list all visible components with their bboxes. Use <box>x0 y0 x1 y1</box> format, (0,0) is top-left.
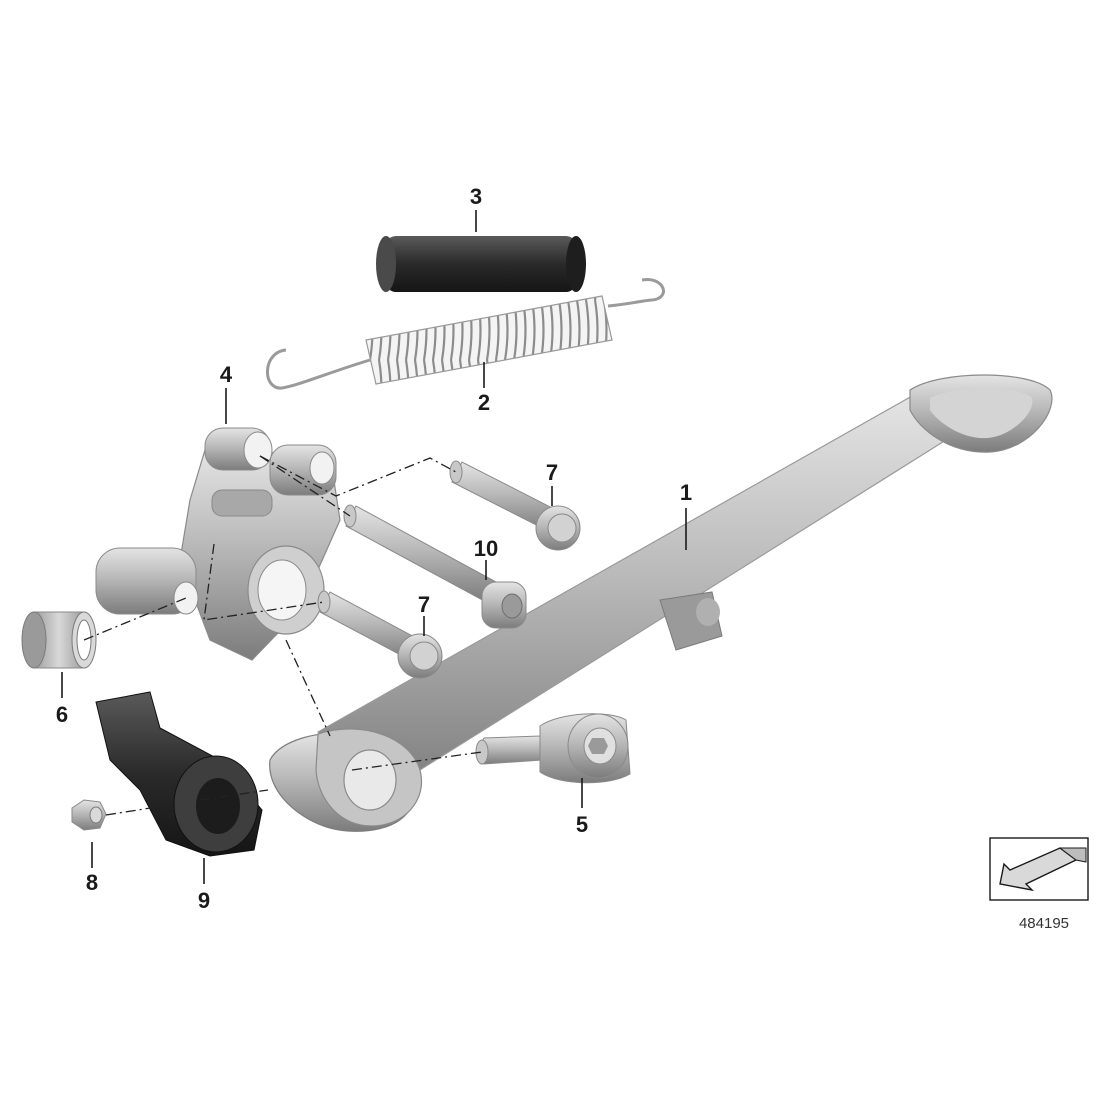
callout-7-lower: 7 <box>418 592 430 617</box>
callout-2: 2 <box>478 390 490 415</box>
pivot-bolt-part <box>475 713 631 784</box>
nut-part <box>71 799 107 831</box>
orientation-box <box>989 837 1089 901</box>
mounting-bracket-part <box>95 427 341 661</box>
long-bolt-part <box>343 504 527 629</box>
diagram-reference-number: 484195 <box>1019 915 1069 932</box>
leader-lines <box>61 210 687 884</box>
callout-7-upper: 7 <box>546 460 558 485</box>
rubber-sleeve-part <box>376 236 586 292</box>
callout-1: 1 <box>680 480 692 505</box>
callout-9: 9 <box>198 888 210 913</box>
pin-lower-part <box>317 590 443 679</box>
callout-6: 6 <box>56 702 68 727</box>
callout-4: 4 <box>220 362 233 387</box>
sensor-cover-part <box>95 691 263 857</box>
side-stand-part <box>269 374 1053 832</box>
assembly-lines <box>83 455 483 816</box>
callout-8: 8 <box>86 870 98 895</box>
callout-5: 5 <box>576 812 588 837</box>
pin-upper-part <box>449 460 581 551</box>
callout-3: 3 <box>470 184 482 209</box>
tension-spring-part <box>266 278 665 390</box>
callout-10: 10 <box>474 536 498 561</box>
